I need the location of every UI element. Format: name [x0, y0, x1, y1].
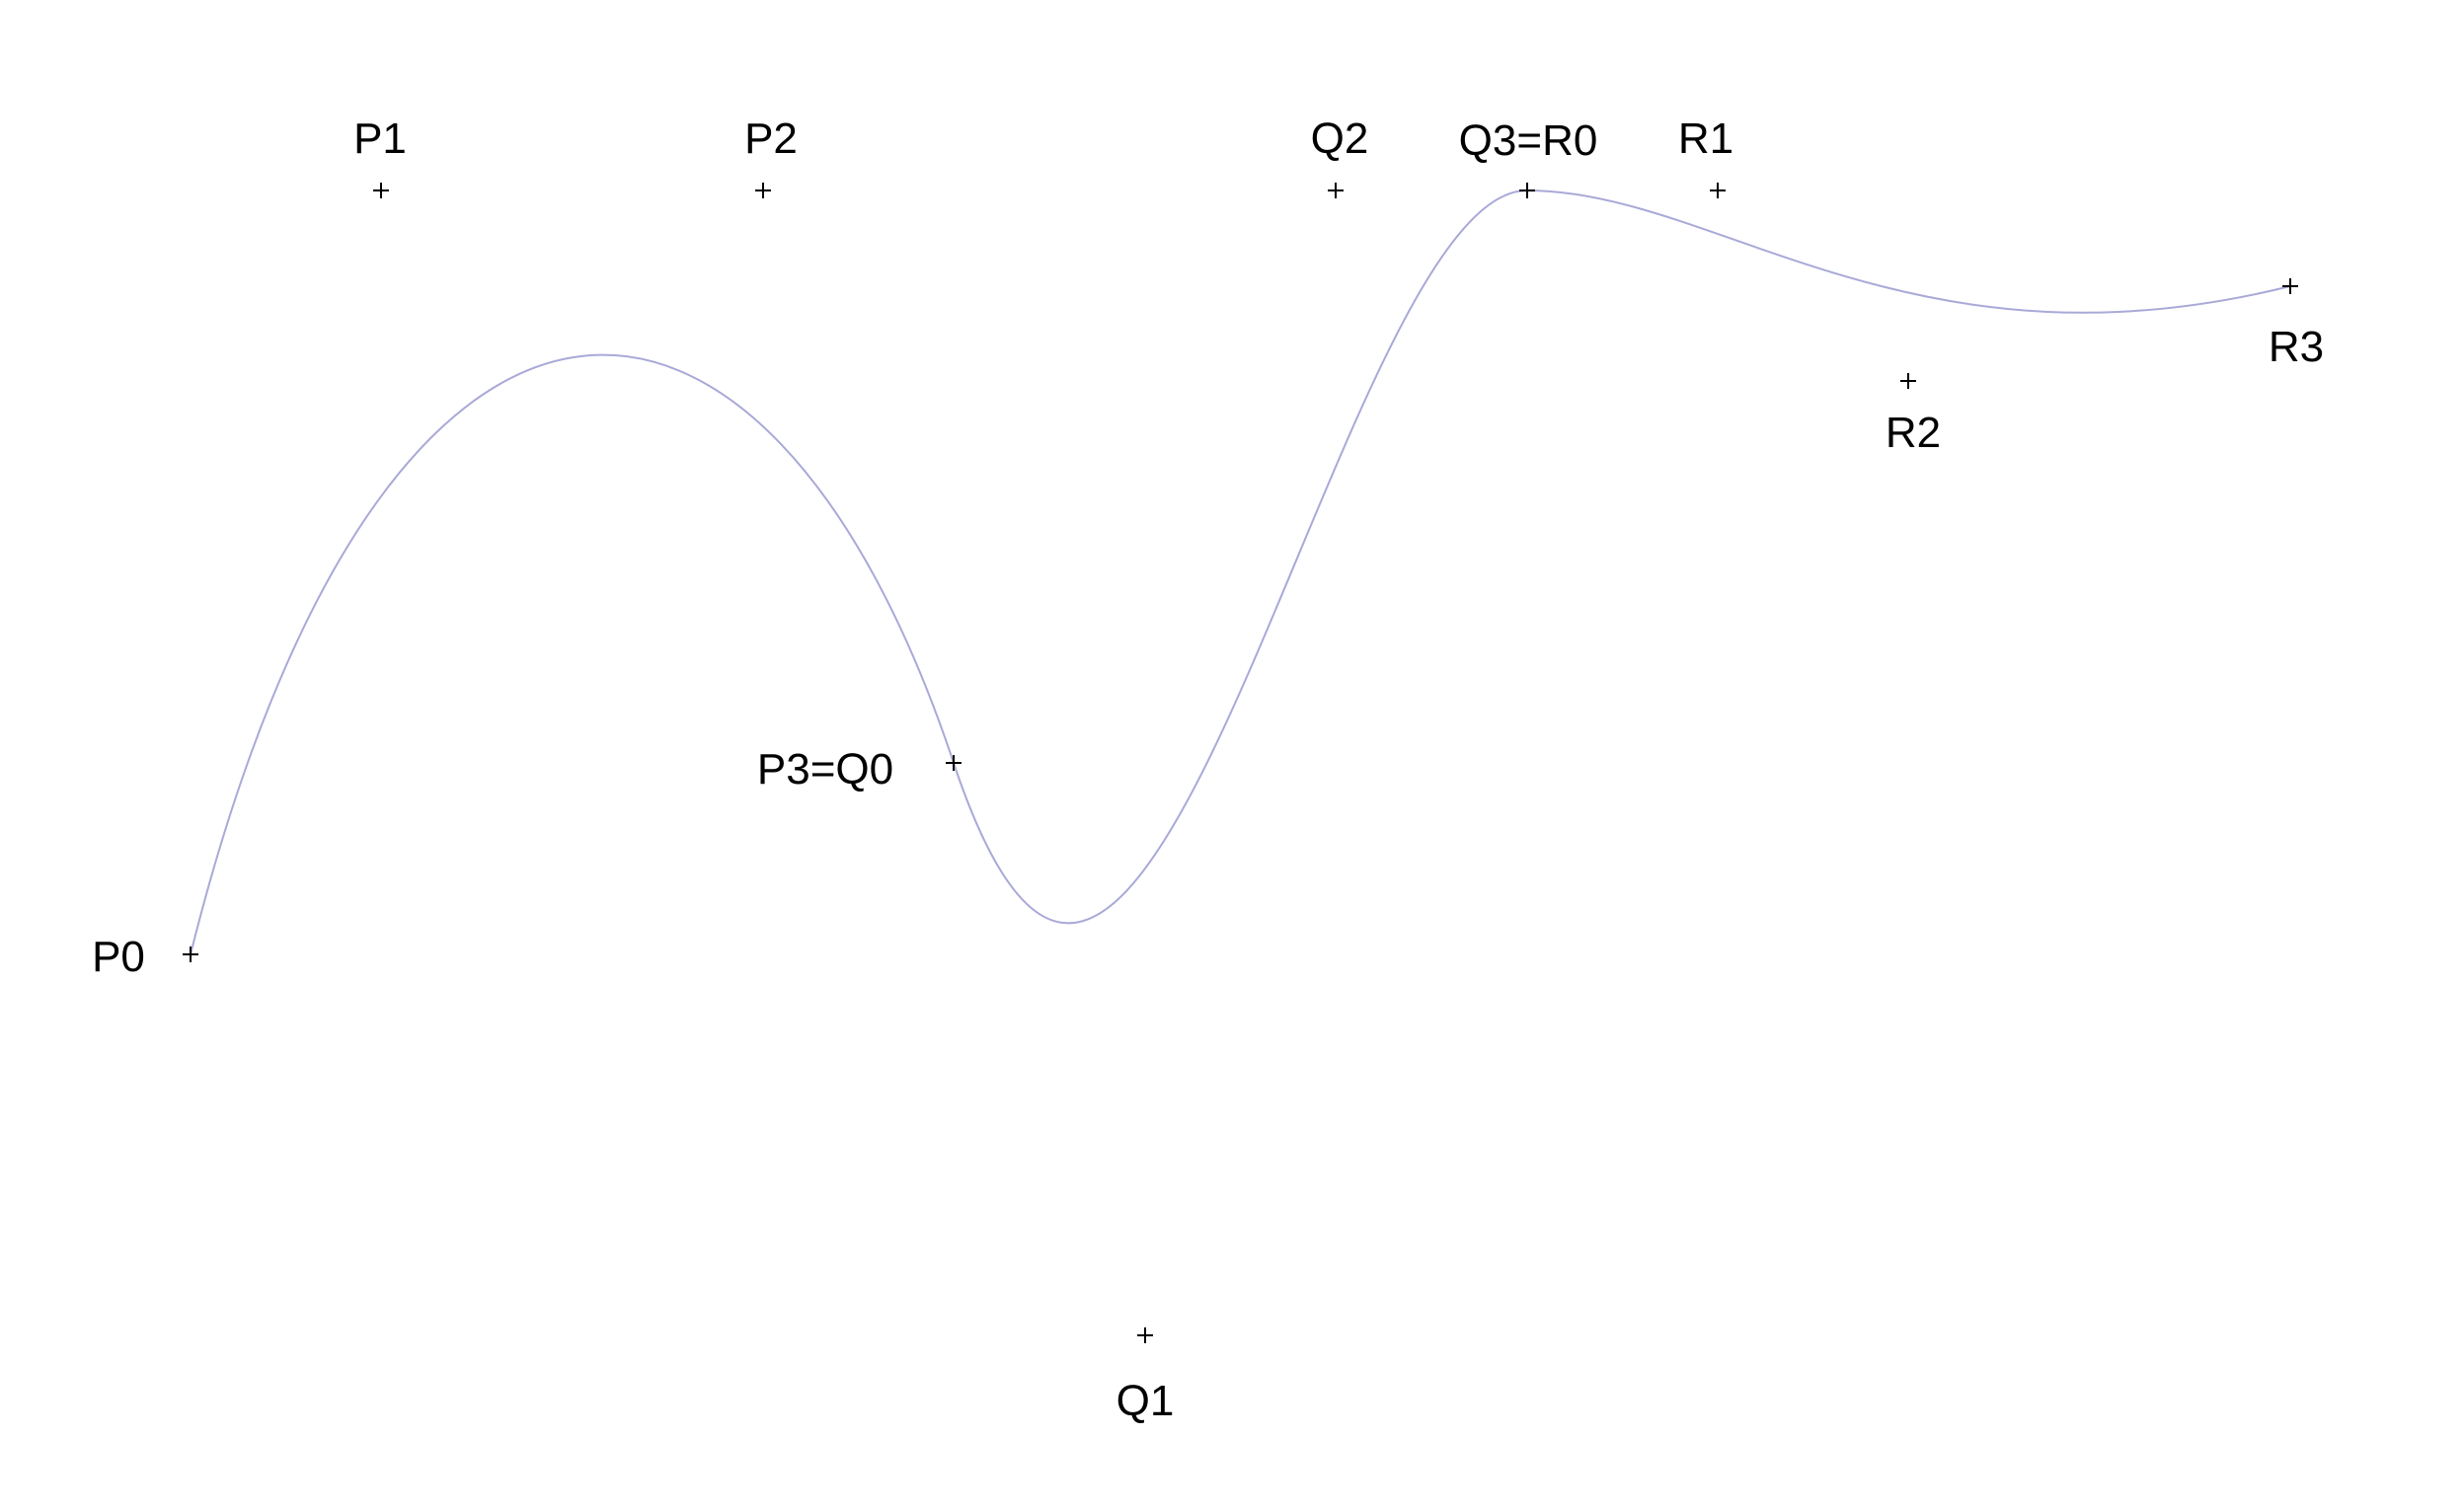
marker-p0: [183, 946, 198, 962]
label-p3q0: P3=Q0: [757, 745, 893, 794]
marker-q3r0: [1519, 183, 1535, 198]
label-q3r0: Q3=R0: [1459, 116, 1598, 165]
label-r2: R2: [1886, 409, 1941, 457]
label-p1: P1: [353, 114, 407, 163]
marker-q2: [1328, 183, 1344, 198]
marker-r2: [1900, 373, 1916, 389]
marker-q1: [1137, 1327, 1153, 1343]
label-q1: Q1: [1116, 1377, 1175, 1425]
marker-p2: [755, 183, 771, 198]
label-r1: R1: [1678, 114, 1733, 163]
control-point-markers: [183, 183, 2298, 1343]
label-r3: R3: [2269, 323, 2324, 371]
spline-curve: [190, 189, 2291, 955]
marker-p3q0: [946, 755, 962, 771]
marker-p1: [373, 183, 389, 198]
control-point-labels: P0 P1 P2 P3=Q0 Q1 Q2 Q3=R0 R1 R2 R3: [92, 114, 2324, 1425]
label-p2: P2: [744, 114, 798, 163]
marker-r1: [1710, 183, 1726, 198]
label-q2: Q2: [1311, 114, 1369, 163]
label-p0: P0: [92, 933, 145, 981]
marker-r3: [2282, 278, 2298, 294]
